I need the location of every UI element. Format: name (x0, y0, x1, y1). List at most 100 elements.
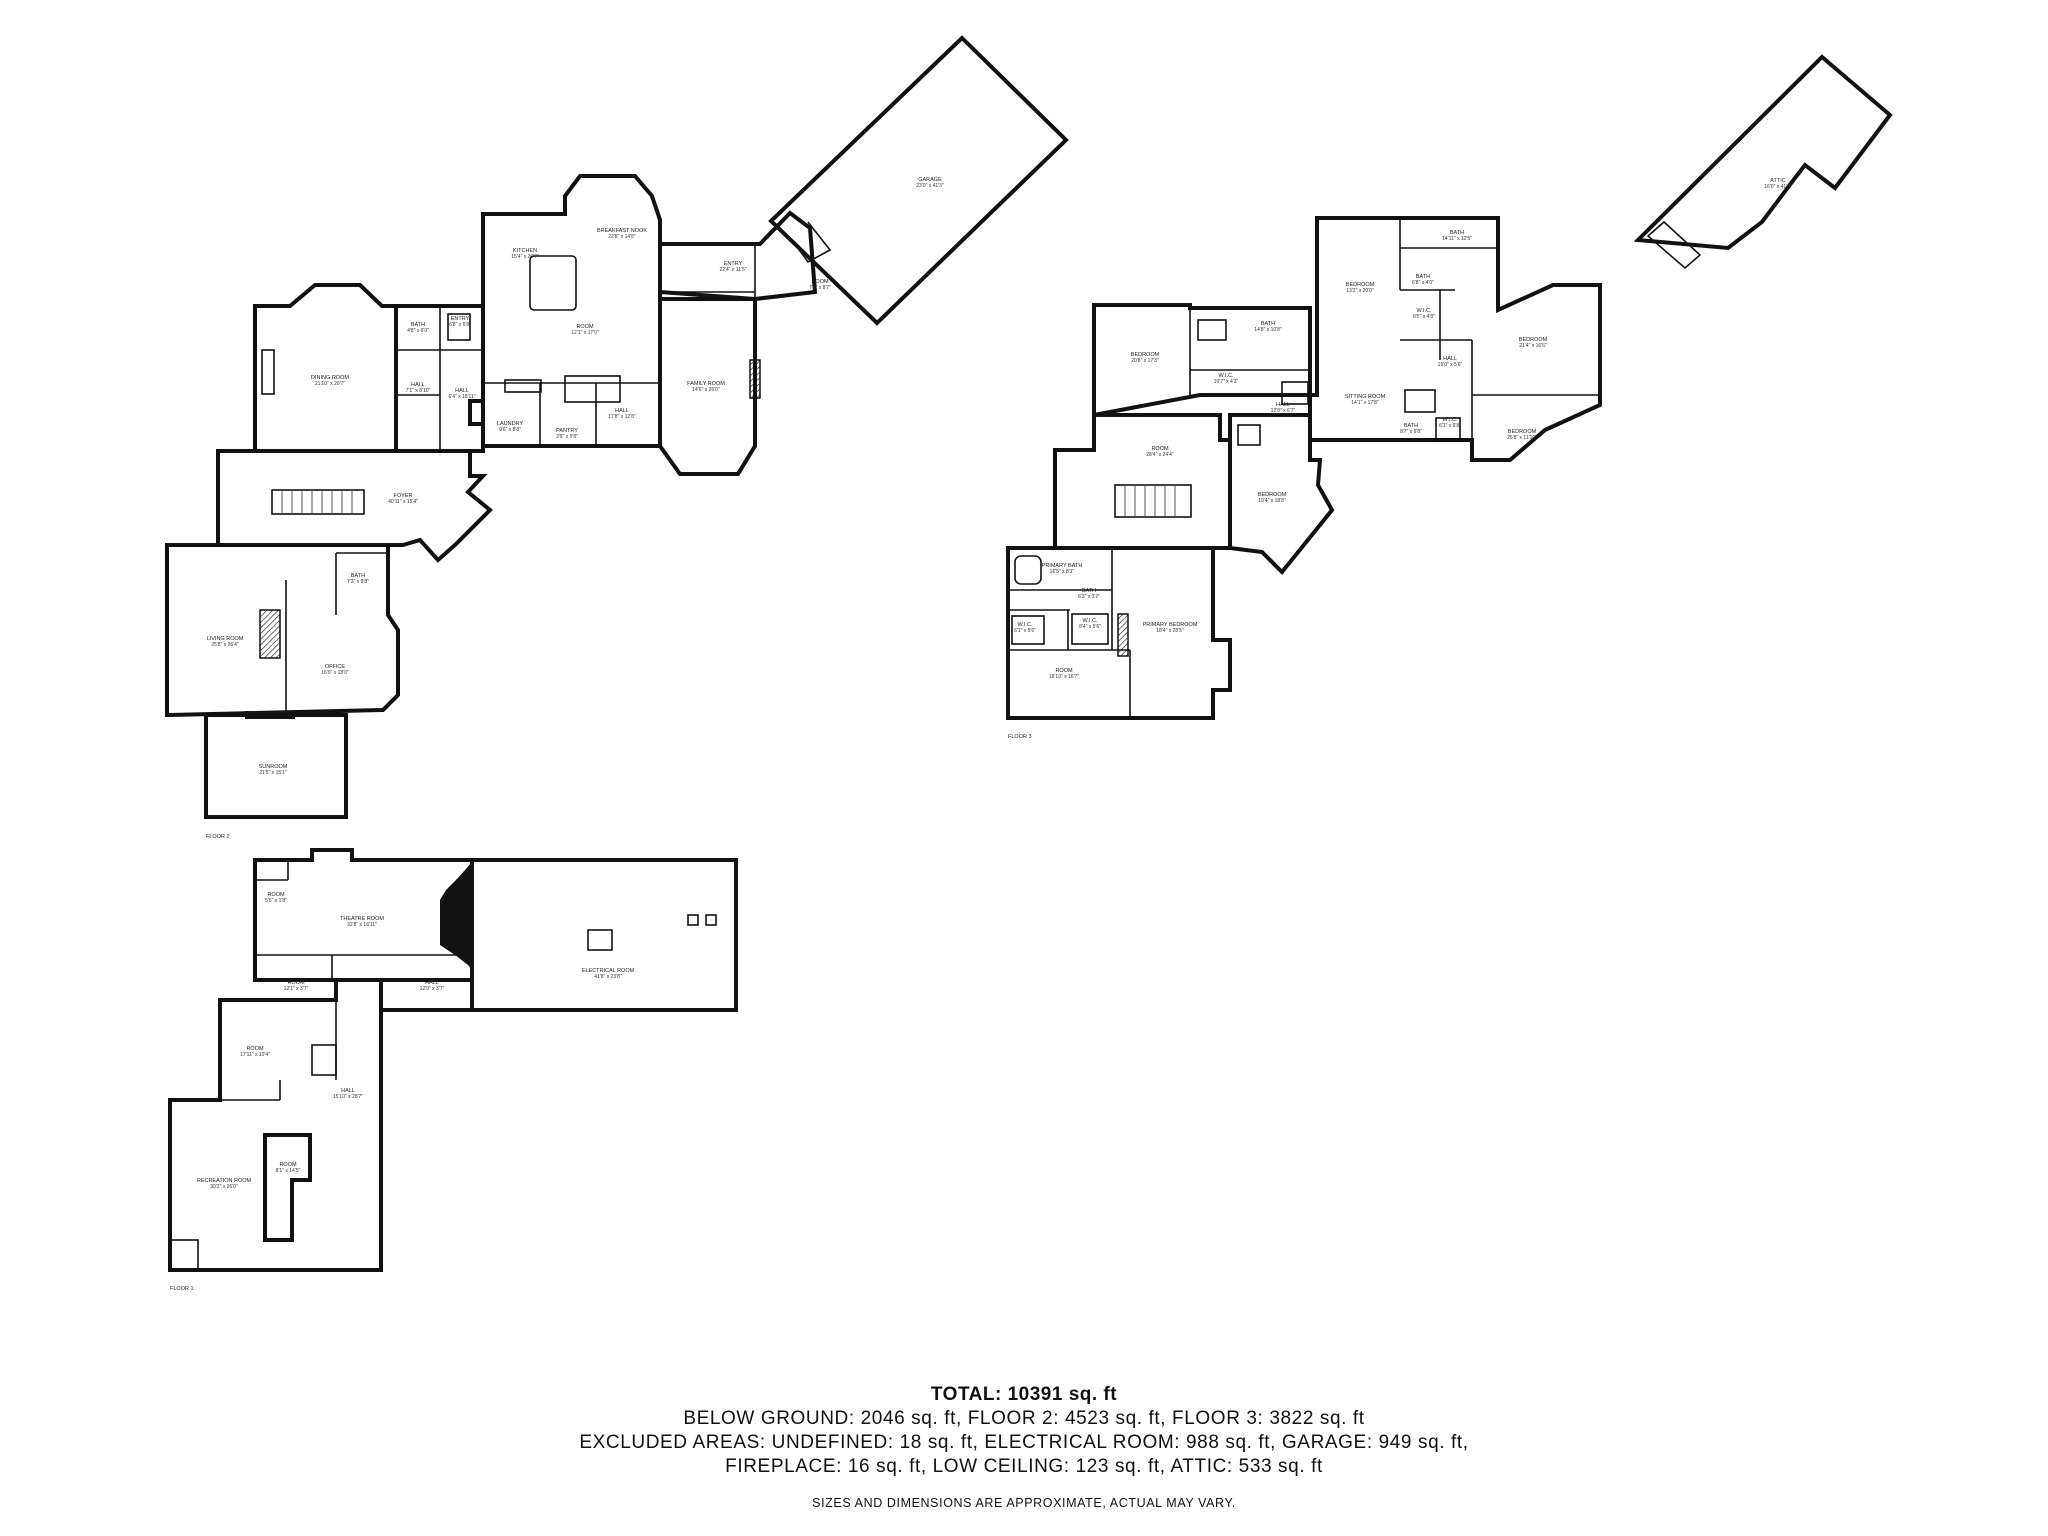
room-label-family-room: FAMILY ROOM (687, 381, 725, 387)
room-dims-room-lower: 17'11" x 10'4" (240, 1052, 270, 1058)
room-dims-hall-a: 7'1" x 8'10" (406, 388, 431, 394)
central-room-walls (1053, 413, 1232, 550)
room-label-sitting-room: SITTING ROOM (1345, 394, 1386, 400)
room-dims-garage: 23'0" x 41'3" (916, 183, 944, 189)
room-label-hall-c: HALL (615, 408, 629, 414)
room-dims-primary-bath: 16'5" x 8'1" (1050, 569, 1075, 575)
room-dims-wic-primary-a: 6'1" x 5'6" (1014, 628, 1036, 634)
garage-walls (768, 35, 1069, 326)
room-dims-electrical-room: 41'8" x 23'8" (594, 974, 622, 980)
room-label-sunroom: SUNROOM (259, 764, 288, 770)
room-dims-bath-north: 14'11" x 12'5" (1442, 236, 1472, 242)
room-dims-bath-east: 8'7" x 6'8" (1400, 429, 1422, 435)
area-breakdown-line-1: BELOW GROUND: 2046 sq. ft, FLOOR 2: 4523… (683, 1408, 1365, 1429)
west-bedroom-walls (1092, 303, 1312, 418)
room-dims-bedroom-north: 13'2" x 20'0" (1346, 288, 1374, 294)
room-dims-room-tiny: 5'6" x 1'8" (265, 898, 287, 904)
room-label-kitchen: KITCHEN (513, 248, 537, 254)
room-dims-sitting-room: 14'1" x 17'8" (1351, 400, 1379, 406)
room-dims-entry-west: 6'8" x 6'8" (449, 322, 471, 328)
room-label-pantry: PANTRY (556, 428, 578, 434)
room-dims-living-room: 25'8" x 26'4" (211, 642, 239, 648)
primary-suite-walls (1006, 546, 1232, 720)
room-label-hall-east: HALL (1443, 356, 1457, 362)
room-label-room-small: ROOM (287, 980, 305, 986)
disclaimer-note: SIZES AND DIMENSIONS ARE APPROXIMATE, AC… (812, 1496, 1236, 1510)
room-dims-laundry: 9'6" x 8'8" (499, 427, 521, 433)
room-label-wic-west: W.I.C. (1219, 373, 1234, 379)
room-dims-sunroom: 21'5" x 15'1" (259, 770, 287, 776)
room-dims-bedroom-southeast: 25'8" x 11'10" (1507, 435, 1537, 441)
floor-2-plan: FLOOR 2 (165, 35, 1069, 840)
room-dims-primary-bedroom: 18'4" x 28'5" (1156, 628, 1184, 634)
room-dims-mudroom: 7'7" x 8'7" (809, 285, 831, 291)
room-label-bedroom-north: BEDROOM (1346, 282, 1375, 288)
room-label-garage: GARAGE (918, 177, 942, 183)
room-label-bath-jack: BATH (1416, 274, 1430, 280)
total-area: TOTAL: 10391 sq. ft (930, 1384, 1118, 1405)
room-dims-wic-primary-b: 8'4" x 5'6" (1079, 624, 1101, 630)
room-label-bedroom-west: BEDROOM (1131, 352, 1160, 358)
room-label-bath-foyer: BATH (351, 573, 365, 579)
inner-room-walls (263, 1133, 312, 1242)
room-label-recreation-room: RECREATION ROOM (197, 1178, 252, 1184)
room-label-office: OFFICE (325, 664, 345, 670)
room-label-bath-primary-wc: BATH (1082, 588, 1096, 594)
area-summary: TOTAL: 10391 sq. ft BELOW GROUND: 2046 s… (0, 1383, 2048, 1479)
room-dims-entry-east: 22'4" x 11'5" (719, 267, 746, 273)
north-block-walls (1308, 216, 1602, 462)
room-dims-dining-room: 21'10" x 20'7" (315, 381, 345, 387)
area-breakdown-line-3: FIREPLACE: 16 sq. ft, LOW CEILING: 123 s… (725, 1456, 1323, 1477)
room-label-wic-north: W.I.C. (1417, 308, 1432, 314)
room-dims-foyer: 40'11" x 15'4" (388, 499, 418, 505)
room-label-foyer: FOYER (394, 493, 413, 499)
room-label-hall-b: HALL (455, 388, 469, 394)
room-label-electrical-room: ELECTRICAL ROOM (582, 968, 635, 974)
room-label-attic: ATTIC (1770, 178, 1786, 184)
attic-plan (1633, 54, 1893, 270)
room-label-theatre-room: THEATRE ROOM (340, 916, 384, 922)
room-label-laundry: LAUNDRY (497, 421, 524, 427)
area-breakdown-line-2: EXCLUDED AREAS: UNDEFINED: 18 sq. ft, EL… (579, 1432, 1469, 1453)
room-dims-hall-lower-a: 12'0" x 3'7" (420, 986, 445, 992)
room-label-bath-small: BATH (411, 322, 425, 328)
floor-1-plan: FLOOR 1 (168, 848, 738, 1292)
room-dims-theatre-room: 32'8" x 16'11" (347, 922, 377, 928)
attic-walls (1633, 54, 1893, 251)
room-dims-bath-primary-wc: 6'3" x 3'2" (1078, 594, 1100, 600)
room-dims-bedroom-west: 20'8" x 17'3" (1131, 358, 1159, 364)
room-dims-hall-b: 6'4" x 18'11" (448, 394, 475, 400)
room-dims-hall-lower-b: 15'10" x 28'7" (333, 1094, 363, 1100)
entry-walls (658, 210, 818, 302)
room-dims-wic-west: 10'7" x 4'3" (1214, 379, 1239, 385)
family-room-walls (658, 297, 757, 476)
room-label-entry-west: ENTRY (451, 316, 470, 322)
room-label-wic-primary-b: W.I.C. (1083, 618, 1098, 624)
room-dims-bedroom-south: 19'4" x 18'8" (1258, 498, 1286, 504)
room-label-breakfast-nook: BREAKFAST NOOK (597, 228, 647, 234)
room-dims-attic: 16'0" x 41'0" (1764, 184, 1792, 190)
room-label-wic-primary-a: W.I.C. (1018, 622, 1033, 628)
room-dims-room-primary: 18'10" x 16'7" (1049, 674, 1079, 680)
floor-3-label: FLOOR 3 (1008, 734, 1032, 740)
room-label-hall-lower-b: HALL (341, 1088, 355, 1094)
lower-hall-walls (168, 978, 474, 1272)
room-dims-kitchen: 15'4" x 26'7" (511, 254, 539, 260)
room-dims-bath-jack: 6'8" x 4'0" (1412, 280, 1434, 286)
room-dims-wic-east: 6'1" x 6'8" (1439, 423, 1461, 429)
room-label-primary-bath: PRIMARY BATH (1042, 563, 1083, 569)
room-label-mudroom: ROOM (811, 279, 829, 285)
sunroom-walls (204, 713, 348, 819)
living-office-walls (165, 543, 400, 717)
room-label-room-tiny: ROOM (267, 892, 285, 898)
room-dims-hall-upper: 12'8" x 6'7" (1271, 408, 1296, 414)
room-label-room-inner: ROOM (279, 1162, 297, 1168)
room-label-hall-upper: HALL (1276, 402, 1290, 408)
room-label-hall-a: HALL (411, 382, 425, 388)
room-label-bath-west: BATH (1261, 321, 1275, 327)
dining-room-walls (253, 283, 398, 453)
room-dims-hall-c: 17'8" x 12'8" (608, 414, 636, 420)
room-label-wic-east: W.I.C. (1443, 417, 1458, 423)
room-dims-hall-east: 15'0" x 5'6" (1438, 362, 1463, 368)
